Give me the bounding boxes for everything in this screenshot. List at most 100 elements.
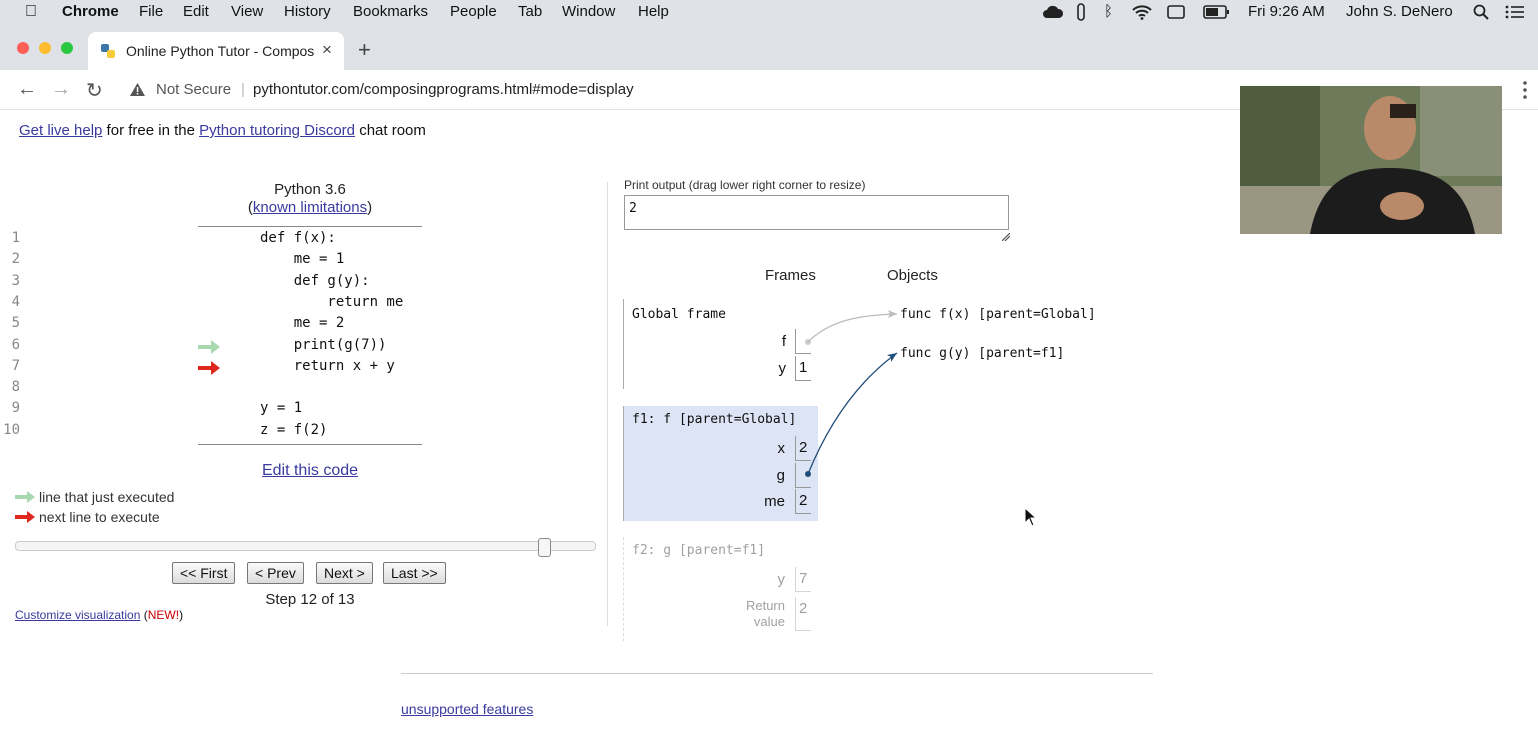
- menu-history[interactable]: History: [284, 3, 331, 20]
- global-frame-title: Global frame: [632, 307, 726, 322]
- forward-icon[interactable]: →: [51, 78, 71, 100]
- menu-view[interactable]: View: [231, 3, 264, 20]
- code-text: y = 1: [260, 400, 303, 417]
- var-value-pointer: [795, 463, 811, 488]
- help-text-end: chat room: [355, 122, 426, 139]
- line-number: 1: [11, 230, 20, 246]
- zoom-window-icon[interactable]: [61, 42, 73, 54]
- var-value: 1: [795, 356, 811, 381]
- new-paren-close: ): [179, 608, 184, 622]
- tab-title: Online Python Tutor - Composing Programs: [126, 43, 314, 59]
- last-button[interactable]: Last >>: [383, 562, 446, 584]
- print-output-box[interactable]: 2: [624, 195, 1009, 230]
- cloud-icon[interactable]: [1042, 4, 1064, 20]
- new-paren-open: (: [140, 608, 148, 622]
- line-number: 4: [11, 293, 20, 310]
- var-value-pointer: [795, 329, 811, 354]
- menu-file[interactable]: File: [139, 3, 164, 20]
- address-bar-url[interactable]: pythontutor.com/composingprograms.html#m…: [253, 81, 634, 98]
- paren-close: ): [367, 199, 373, 216]
- var-value: 2: [795, 489, 811, 514]
- spotlight-search-icon[interactable]: [1473, 4, 1489, 20]
- line-number: 6: [11, 336, 20, 353]
- unsupported-features-link[interactable]: unsupported features: [401, 701, 534, 717]
- new-badge: NEW!: [147, 608, 180, 622]
- tab-close-icon[interactable]: ×: [322, 40, 332, 59]
- apple-icon[interactable]: : [25, 3, 37, 21]
- f2-frame-title: f2: g [parent=f1]: [632, 543, 766, 558]
- close-window-icon[interactable]: [17, 42, 29, 54]
- var-name: y: [778, 360, 787, 377]
- next-line-arrow-icon: [198, 360, 220, 375]
- warning-icon[interactable]: [129, 82, 146, 97]
- object-func-f: func f(x) [parent=Global]: [900, 307, 1096, 322]
- menu-edit[interactable]: Edit: [183, 3, 209, 20]
- notification-center-icon[interactable]: [1505, 5, 1525, 19]
- var-value: 7: [795, 567, 811, 592]
- code-text: return me: [260, 293, 404, 310]
- panel-divider: [607, 182, 608, 626]
- mic-icon[interactable]: [1076, 3, 1086, 21]
- python-favicon-icon: [101, 44, 115, 58]
- var-name: g: [776, 467, 785, 484]
- prev-button[interactable]: < Prev: [247, 562, 304, 584]
- print-output-label: Print output (drag lower right corner to…: [624, 178, 866, 192]
- url-separator: |: [241, 81, 245, 98]
- first-button[interactable]: << First: [172, 562, 236, 584]
- wifi-icon[interactable]: [1131, 4, 1153, 20]
- python-version-header: Python 3.6 (known limitations): [198, 181, 422, 217]
- line-number: 7: [11, 357, 20, 374]
- chrome-menu-icon[interactable]: [1521, 80, 1529, 100]
- menu-user[interactable]: John S. DeNero: [1346, 3, 1453, 20]
- minimize-window-icon[interactable]: [39, 42, 51, 54]
- python-version: Python 3.6: [274, 181, 346, 198]
- pointer-arrows: [805, 310, 898, 477]
- menu-window[interactable]: Window: [562, 3, 616, 20]
- next-arrow-legend-icon: [15, 511, 35, 523]
- edit-code-link[interactable]: Edit this code: [261, 462, 359, 479]
- line-number: 3: [11, 272, 20, 289]
- code-text: def g(y):: [260, 272, 370, 289]
- back-icon[interactable]: ←: [17, 78, 37, 100]
- page-content: Get live help for free in the Python tut…: [0, 110, 1538, 729]
- customize-row: Customize visualization (NEW!): [15, 608, 183, 622]
- macos-menu-bar:  Chrome File Edit View History Bookmark…: [0, 0, 1538, 24]
- battery-icon[interactable]: [1203, 4, 1231, 20]
- var-name: f: [781, 333, 786, 350]
- step-slider-track[interactable]: [15, 541, 596, 551]
- not-secure-label[interactable]: Not Secure: [156, 81, 232, 98]
- return-value-label: Return value: [745, 598, 785, 629]
- menu-people[interactable]: People: [450, 3, 497, 20]
- menu-clock[interactable]: Fri 9:26 AM: [1248, 3, 1325, 20]
- legend-just-executed: line that just executed: [39, 489, 175, 505]
- tab-python-tutor[interactable]: Online Python Tutor - Composing Programs…: [88, 32, 344, 70]
- bluetooth-icon[interactable]: ᛒ: [1104, 3, 1114, 20]
- display-icon[interactable]: [1167, 4, 1185, 20]
- executed-arrow-legend-icon: [15, 491, 35, 503]
- menu-bookmarks[interactable]: Bookmarks: [353, 3, 429, 20]
- next-button[interactable]: Next >: [316, 562, 373, 584]
- executed-line-arrow-icon: [198, 339, 220, 354]
- f2-frame: f2: g [parent=f1] y 7 Return value 2: [623, 537, 818, 641]
- customize-visualization-link[interactable]: Customize visualization: [15, 608, 141, 622]
- code-text: z = f(2): [260, 421, 328, 438]
- objects-header: Objects: [887, 267, 938, 284]
- resize-grip-icon[interactable]: [1002, 233, 1010, 241]
- live-help-banner: Get live help for free in the Python tut…: [19, 122, 426, 139]
- get-live-help-link[interactable]: Get live help: [19, 122, 103, 139]
- return-value: 2: [795, 597, 811, 631]
- object-func-g: func g(y) [parent=f1]: [900, 346, 1065, 361]
- menu-help[interactable]: Help: [638, 3, 669, 20]
- menu-app-name[interactable]: Chrome: [62, 3, 119, 20]
- var-value: 2: [795, 436, 811, 461]
- webcam-overlay: [1240, 86, 1502, 234]
- discord-link[interactable]: Python tutoring Discord: [199, 122, 356, 139]
- menu-tab[interactable]: Tab: [518, 3, 543, 20]
- step-slider-thumb[interactable]: [537, 538, 551, 557]
- new-tab-button[interactable]: +: [358, 37, 371, 62]
- known-limitations-link[interactable]: known limitations: [252, 199, 368, 216]
- code-text: me = 1: [260, 251, 345, 268]
- code-text: me = 2: [260, 315, 345, 332]
- step-counter: Step 12 of 13: [265, 591, 355, 608]
- reload-icon[interactable]: ↻: [86, 80, 103, 102]
